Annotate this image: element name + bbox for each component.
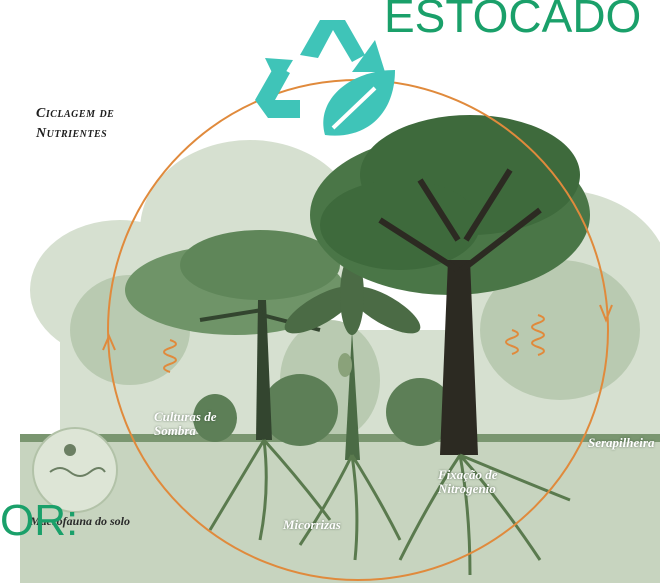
page-heading: ESTOCADO	[384, 0, 642, 42]
label-nitrogen-fixation: Fixação de Nitrogenio	[438, 468, 498, 496]
diagram-title: Ciclagem de Nutrientes	[36, 104, 114, 144]
label-shade-crops-line1: Culturas de	[154, 409, 217, 424]
shade-tree	[125, 230, 345, 440]
recycle-leaf-icon	[255, 20, 395, 136]
shrubs	[193, 374, 454, 446]
label-nitrogen-line1: Fixação de	[438, 467, 498, 482]
soil-fauna-badge	[32, 427, 118, 513]
banana-plant	[284, 255, 421, 460]
roots	[208, 438, 571, 576]
label-soil-fauna: Macrofauna do solo	[30, 514, 131, 528]
cycle-arrow-right	[599, 304, 613, 323]
ground-line	[20, 434, 660, 442]
soil-layer	[20, 438, 660, 583]
cycle-arrow-left	[102, 333, 116, 351]
large-tree	[310, 115, 590, 455]
label-mycorrhiza: Micorrizas	[283, 517, 341, 532]
nutrient-spiral-icons	[163, 314, 545, 373]
soil-fauna-dot	[64, 444, 76, 456]
label-nitrogen-line2: Nitrogenio	[438, 481, 496, 496]
label-shade-crops-line2: Sombra	[154, 423, 196, 438]
bottom-text: OR:	[0, 496, 79, 545]
label-shade-crops: Culturas de Sombra	[154, 410, 217, 438]
label-litter: Serapilheira	[588, 435, 655, 450]
soil-fauna-sketch	[49, 467, 106, 477]
diagram-title-line2: Nutrientes	[36, 126, 108, 141]
diagram-title-line1: Ciclagem de	[36, 106, 115, 121]
mid-forest	[70, 260, 640, 440]
